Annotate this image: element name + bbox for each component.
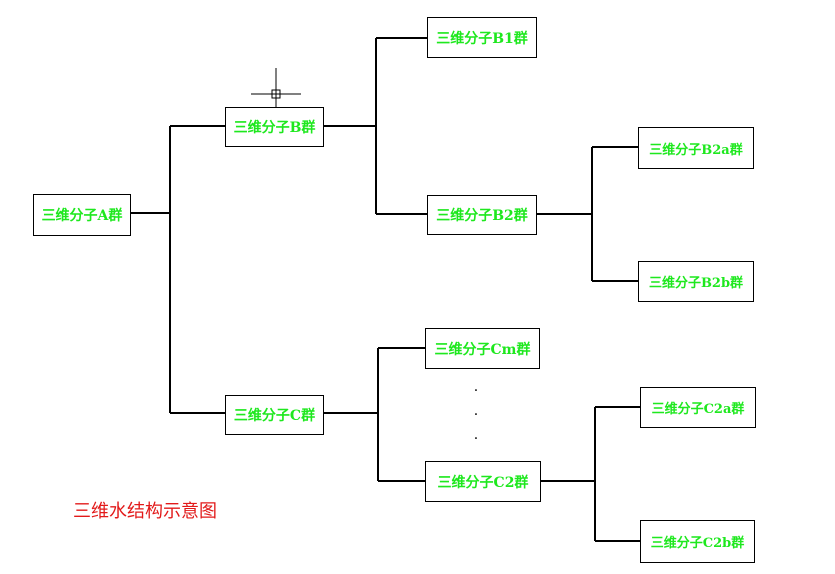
node-b2: 三维分子B2群 [427,195,537,235]
node-c2b: 三维分子C2b群 [640,520,755,563]
diagram-caption: 三维水结构示意图 [73,501,217,522]
ellipsis-dot-3: · [473,431,479,447]
node-c2: 三维分子C2群 [425,461,541,502]
node-cm: 三维分子Cm群 [425,328,540,369]
node-c: 三维分子C群 [225,395,324,435]
ellipsis-dot-1: · [473,383,479,399]
node-c2a: 三维分子C2a群 [640,387,756,428]
node-b2b: 三维分子B2b群 [638,261,754,302]
node-b: 三维分子B群 [225,107,324,147]
node-b2a: 三维分子B2a群 [638,127,754,169]
node-a: 三维分子A群 [33,194,131,236]
node-b1: 三维分子B1群 [427,17,537,58]
ellipsis-dot-2: · [473,407,479,423]
